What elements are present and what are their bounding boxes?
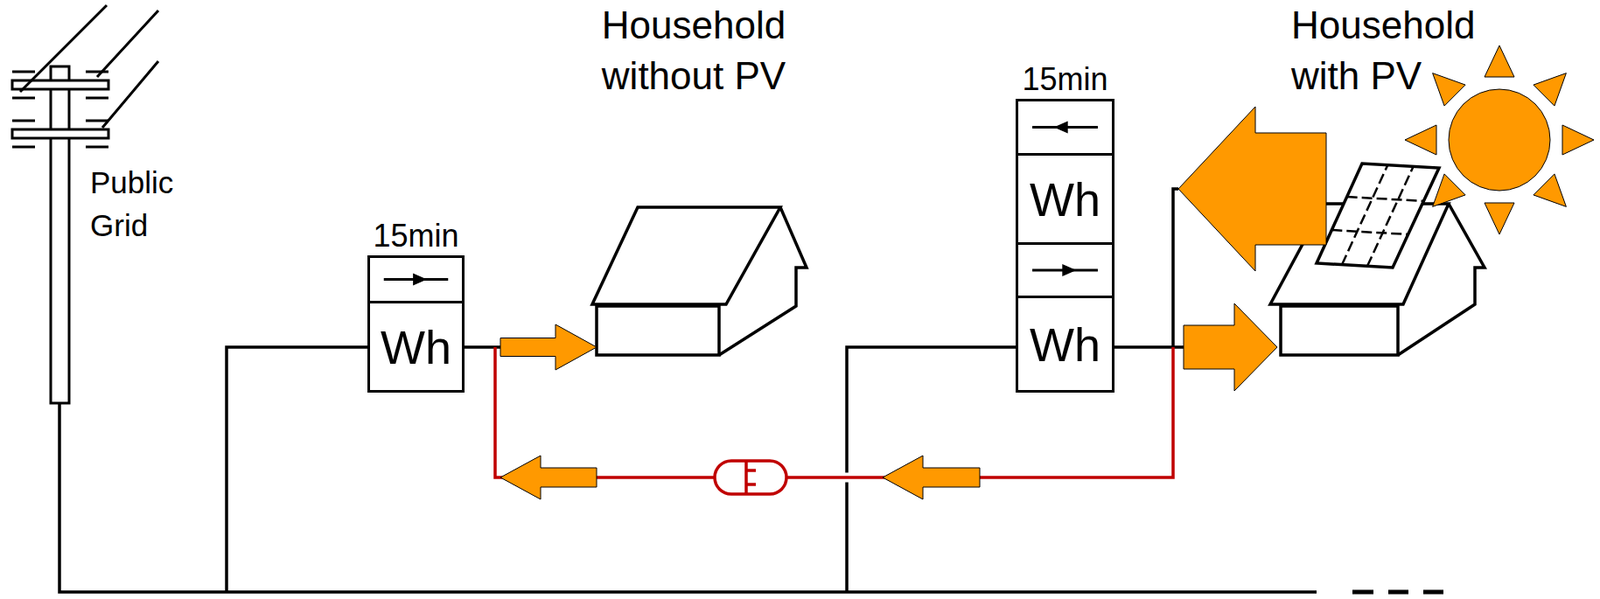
house-roof — [592, 207, 781, 305]
pv-panel — [1316, 163, 1440, 268]
household: Household with PV — [1270, 157, 1488, 357]
plug-body — [714, 461, 787, 495]
arrow-head — [1054, 121, 1069, 134]
meter-unit: Wh — [1029, 175, 1101, 224]
sun-ray — [1404, 125, 1437, 155]
meter-register — [370, 258, 462, 304]
feed-wire — [846, 347, 1016, 593]
house-wall — [596, 306, 720, 356]
power-flow-arrow — [1183, 303, 1278, 392]
meter-register — [1018, 101, 1112, 156]
crossarm — [12, 129, 109, 139]
meter-display: Wh — [1018, 155, 1112, 243]
sun-ray — [1484, 45, 1515, 77]
house-drawing — [591, 204, 809, 357]
sun-ray — [1432, 174, 1466, 207]
house-drawing — [1270, 157, 1488, 357]
continuation-dashes — [1352, 590, 1444, 595]
house-wire — [1114, 188, 1184, 348]
overhead-lines — [20, 5, 159, 128]
arrow-head — [412, 273, 427, 287]
meter-display: Wh — [1018, 298, 1112, 391]
house-wall — [1280, 306, 1398, 356]
flow-arrow — [500, 455, 597, 500]
ground-wire — [59, 403, 1317, 593]
energy-meter: Wh15min — [367, 255, 465, 393]
household: Household without PV — [591, 204, 809, 357]
feed-wire — [226, 347, 368, 593]
energy-meter: Wh — [1015, 242, 1115, 393]
flow-arrow — [882, 455, 980, 500]
direction-arrow — [370, 258, 462, 301]
meter-display: Wh — [370, 303, 462, 391]
direction-arrow — [1018, 101, 1112, 154]
sun-ray — [1533, 174, 1566, 207]
grid-label: Public Grid — [90, 160, 196, 247]
household-label: Household without PV — [579, 0, 808, 102]
household-title: Household with PV — [1291, 0, 1519, 102]
interval-label: 15min — [1021, 62, 1108, 97]
plug-pins — [746, 461, 756, 495]
power-flow-arrow — [500, 324, 597, 371]
sun — [1404, 45, 1594, 235]
meter-register — [1018, 244, 1112, 299]
house-gable — [1397, 203, 1485, 356]
sun-ray — [1432, 73, 1466, 106]
household-label: Household with PV — [1291, 0, 1519, 102]
direction-arrow — [1018, 244, 1112, 296]
interval-label: 15min — [372, 219, 459, 253]
sun-disc — [1448, 89, 1551, 191]
sun-ray — [1533, 73, 1566, 106]
plug-symbol — [714, 461, 787, 495]
house-roof — [1270, 203, 1449, 305]
pv-cell-line — [1331, 230, 1408, 235]
sun-ray — [1484, 202, 1515, 235]
house-side — [719, 207, 797, 356]
meter-unit: Wh — [1029, 321, 1101, 369]
pv-cell-line — [1341, 165, 1388, 266]
meter-unit: Wh — [380, 323, 452, 371]
pv-cell-line — [1367, 166, 1414, 266]
energy-meter: Wh15min — [1015, 98, 1115, 245]
arrow-head — [1062, 264, 1076, 277]
house-side — [1397, 203, 1475, 356]
power-flow-arrow — [1178, 106, 1327, 272]
sun-ray — [1562, 125, 1594, 155]
insulators — [12, 71, 109, 147]
house-gable — [719, 207, 807, 356]
pole — [50, 66, 70, 404]
utility-pole — [12, 5, 159, 404]
pv-cell-line — [1347, 196, 1425, 202]
household-title: Household without PV — [579, 0, 808, 102]
